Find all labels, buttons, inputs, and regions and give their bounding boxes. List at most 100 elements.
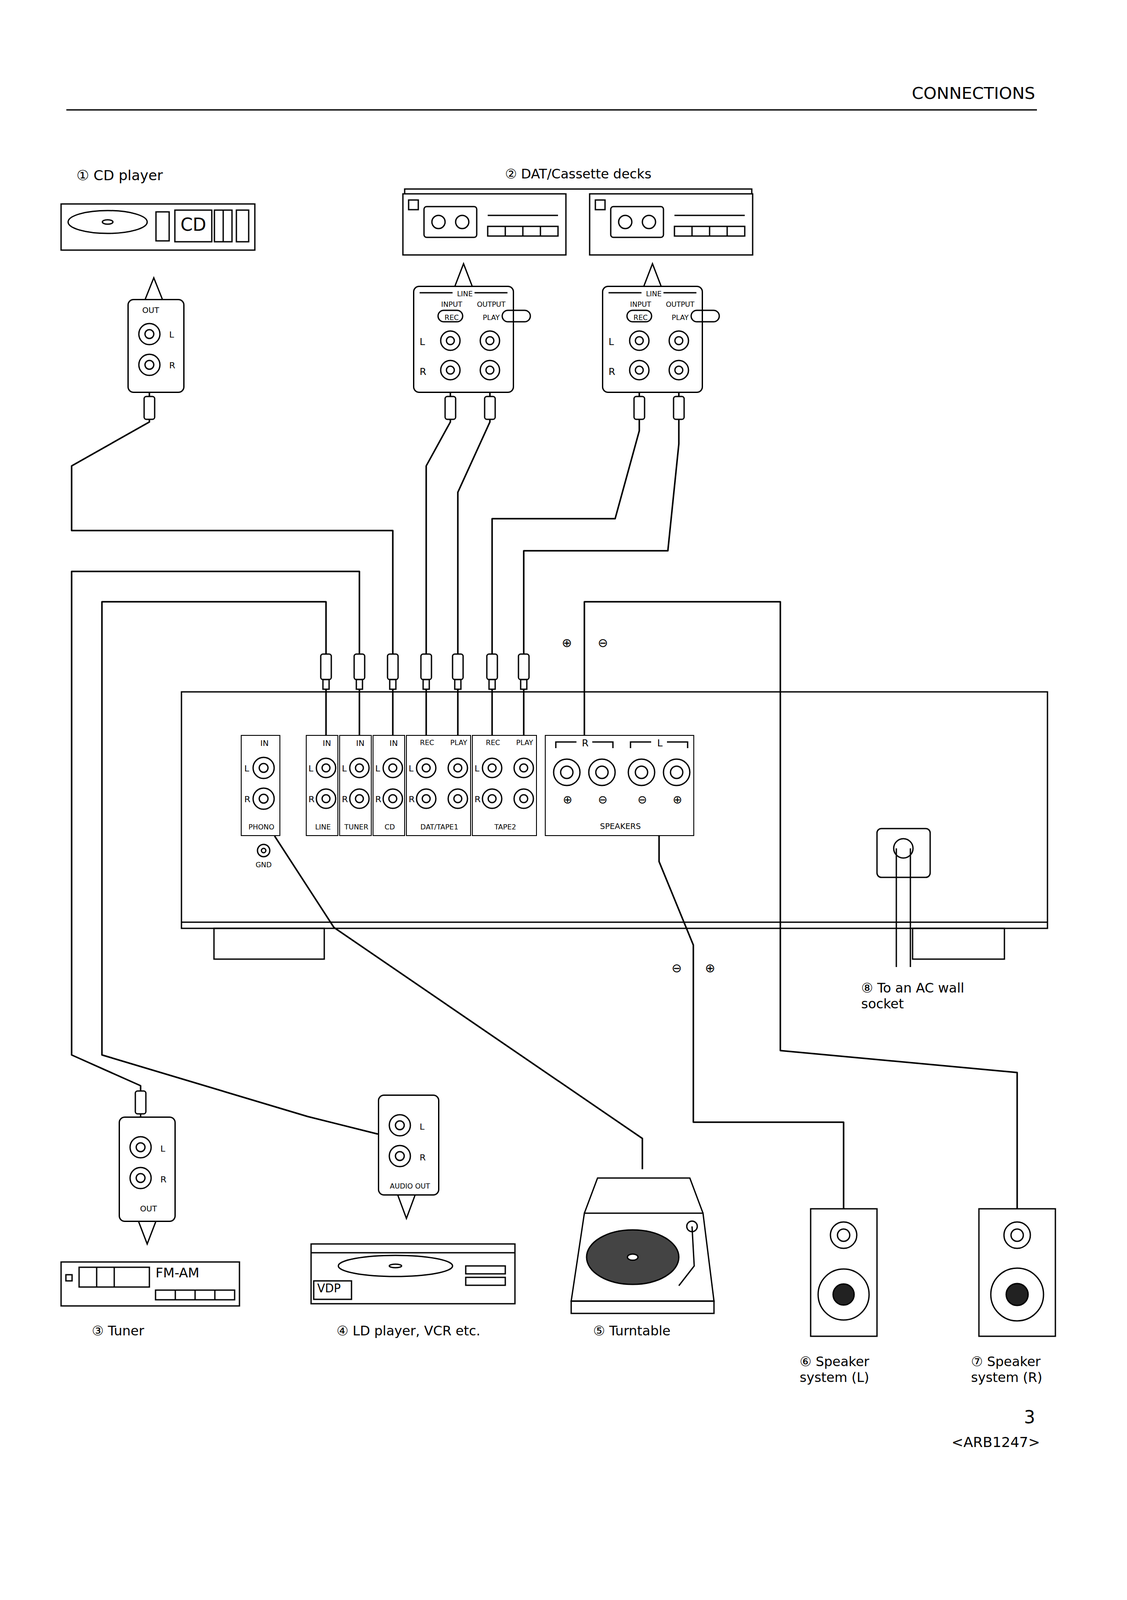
node-text: IN bbox=[356, 738, 365, 748]
amplifier-input-jacks bbox=[322, 794, 330, 803]
node-text: ⊕ bbox=[672, 792, 683, 807]
rca-plug bbox=[489, 679, 496, 689]
ac-power-cord bbox=[909, 847, 912, 967]
rca-plug bbox=[518, 653, 530, 680]
cd-player: ① CD playerCD bbox=[61, 166, 257, 251]
speaker-terminals bbox=[663, 758, 690, 786]
deck-line-jacks bbox=[626, 310, 652, 322]
tuner-icon bbox=[65, 1274, 73, 1281]
ld-player-icon bbox=[311, 1243, 515, 1304]
ld-player-icon bbox=[465, 1276, 506, 1285]
deck-bracket bbox=[404, 188, 752, 194]
tuner-icon bbox=[61, 1261, 240, 1306]
amplifier-rear-panel bbox=[213, 927, 325, 959]
node-text: REC bbox=[633, 313, 648, 322]
node-text: L bbox=[169, 329, 174, 340]
tuner-out-jacks bbox=[130, 1166, 152, 1189]
amplifier-input-jacks bbox=[416, 757, 436, 778]
callout-label: ⊕ bbox=[704, 960, 715, 976]
node-text: R bbox=[160, 1173, 167, 1185]
node-text: ⑤ Turntable bbox=[593, 1322, 671, 1339]
node-text: R bbox=[408, 793, 415, 805]
node-text: IN bbox=[322, 738, 332, 748]
node-text: PHONO bbox=[248, 822, 275, 831]
deck-line-jacks bbox=[474, 292, 508, 294]
deck-line-jacks bbox=[629, 360, 649, 380]
speaker-icon bbox=[990, 1267, 1044, 1321]
cassette-deck-icon bbox=[709, 226, 711, 236]
cd-out-jacks bbox=[138, 354, 160, 376]
header-rule bbox=[66, 109, 1037, 111]
node-text: L bbox=[419, 1120, 425, 1132]
node-text: CD bbox=[180, 213, 207, 236]
deck-line-jacks bbox=[643, 263, 662, 287]
node-text: L bbox=[419, 336, 425, 348]
ld-audio-out-jacks bbox=[395, 1120, 405, 1130]
amplifier-input-jacks bbox=[448, 757, 468, 778]
rca-plug bbox=[484, 396, 496, 420]
node-text: REC bbox=[444, 313, 459, 322]
cassette-deck-icon bbox=[487, 214, 559, 217]
cd-player-icon bbox=[222, 210, 225, 242]
tuner-out-jacks bbox=[138, 1220, 156, 1244]
node-text: VDP bbox=[317, 1281, 341, 1295]
rca-plug bbox=[634, 396, 645, 420]
rca-plug bbox=[387, 653, 399, 680]
page-title: CONNECTIONS bbox=[911, 83, 1036, 104]
deck-line-jacks bbox=[480, 330, 500, 351]
cassette-deck-icon bbox=[595, 199, 606, 210]
amplifier-input-jacks bbox=[416, 788, 436, 809]
jack-panel: LINEINPUTOUTPUTRECPLAYLR bbox=[601, 285, 704, 393]
tuner-out-jacks bbox=[130, 1136, 156, 1244]
speaker-icon bbox=[1011, 1228, 1024, 1241]
signal-cable bbox=[71, 571, 360, 1117]
amplifier-input-jacks bbox=[422, 794, 431, 803]
speaker-icon bbox=[837, 1228, 850, 1241]
node-text: ⑦ Speaker system (R) bbox=[971, 1353, 1068, 1385]
amplifier-input-jacks bbox=[322, 763, 330, 772]
node-text: LINE bbox=[645, 289, 662, 298]
cd-out-jacks bbox=[144, 329, 154, 339]
node-text: DAT/TAPE1 bbox=[420, 822, 459, 831]
amplifier-input-jacks bbox=[316, 788, 336, 809]
signal-cable bbox=[659, 835, 844, 1209]
amplifier-input-jacks bbox=[519, 794, 528, 803]
node-text: R bbox=[419, 1151, 426, 1163]
amplifier-input-jacks bbox=[253, 787, 275, 809]
cd-out-jacks bbox=[144, 360, 154, 370]
callout-label: ② DAT/Cassette decks bbox=[502, 166, 654, 182]
cassette-deck-icon bbox=[691, 226, 693, 236]
amplifier-rear-panel bbox=[181, 691, 1048, 959]
cassette-deck-icon bbox=[539, 226, 542, 236]
node-text: ⊖ bbox=[637, 792, 648, 807]
rca-plug bbox=[445, 396, 456, 420]
node-text: PLAY bbox=[450, 738, 468, 747]
amplifier-input-jacks bbox=[422, 763, 431, 772]
input-group: INLRPHONO bbox=[240, 734, 281, 836]
node-text: IN bbox=[389, 738, 399, 748]
node-text: R bbox=[581, 737, 589, 749]
cd-out-jacks bbox=[138, 323, 160, 345]
node-text: LINE bbox=[456, 289, 473, 298]
cassette-deck-icon bbox=[408, 199, 419, 210]
ld-player-icon bbox=[465, 1265, 506, 1274]
amplifier-input-jacks bbox=[259, 793, 269, 803]
rca-plug bbox=[423, 679, 430, 689]
node-text: TAPE2 bbox=[494, 822, 516, 831]
node-text: L bbox=[160, 1142, 166, 1154]
cd-player-icon bbox=[236, 210, 249, 242]
node-text: CD bbox=[384, 822, 395, 831]
amplifier-input-jacks bbox=[355, 763, 364, 772]
node-text: REC bbox=[485, 738, 501, 747]
ld-audio-out-jacks bbox=[389, 1114, 411, 1136]
deck-line-jacks bbox=[669, 360, 689, 380]
node-text: R bbox=[474, 793, 481, 805]
rca-plug bbox=[356, 679, 363, 689]
deck-line-jacks bbox=[608, 292, 642, 294]
cd-player-icon bbox=[68, 210, 148, 234]
node-text: OUTPUT bbox=[665, 300, 695, 309]
speaker-icon bbox=[833, 1283, 855, 1305]
node-text: PLAY bbox=[482, 313, 500, 322]
cd-player-icon bbox=[61, 203, 255, 251]
